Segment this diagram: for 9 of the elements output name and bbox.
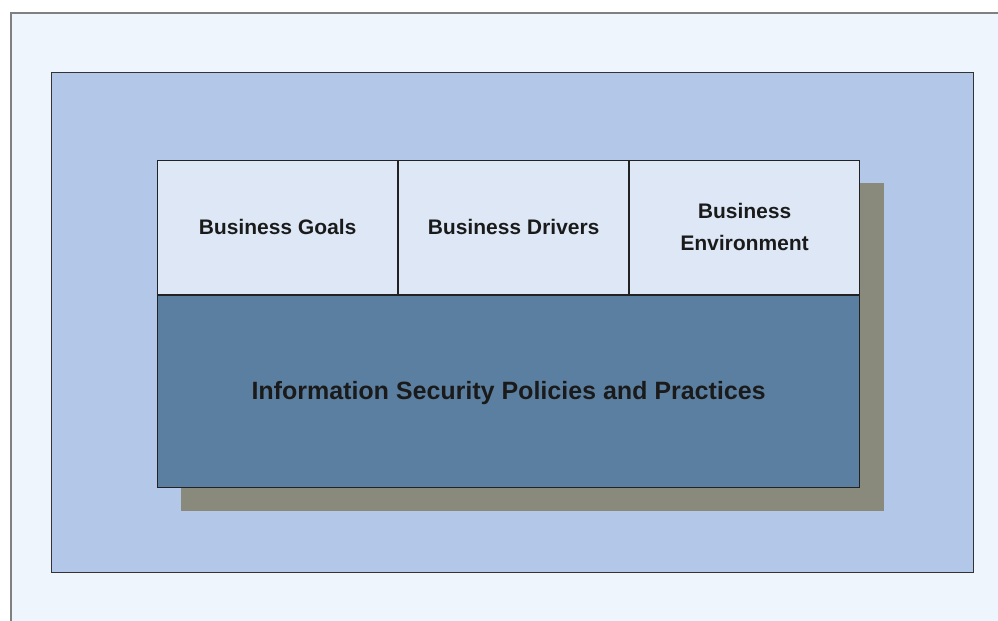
category-box (398, 160, 629, 295)
box-label: Information Security Policies and Practices (250, 376, 767, 407)
background-panel (51, 72, 974, 573)
category-box (629, 160, 860, 295)
box-label: Business Drivers (426, 214, 600, 241)
box-label: Business Environment (679, 199, 810, 256)
box-label: Business Goals (198, 214, 358, 241)
category-box (157, 160, 398, 295)
policy-band (157, 295, 860, 488)
